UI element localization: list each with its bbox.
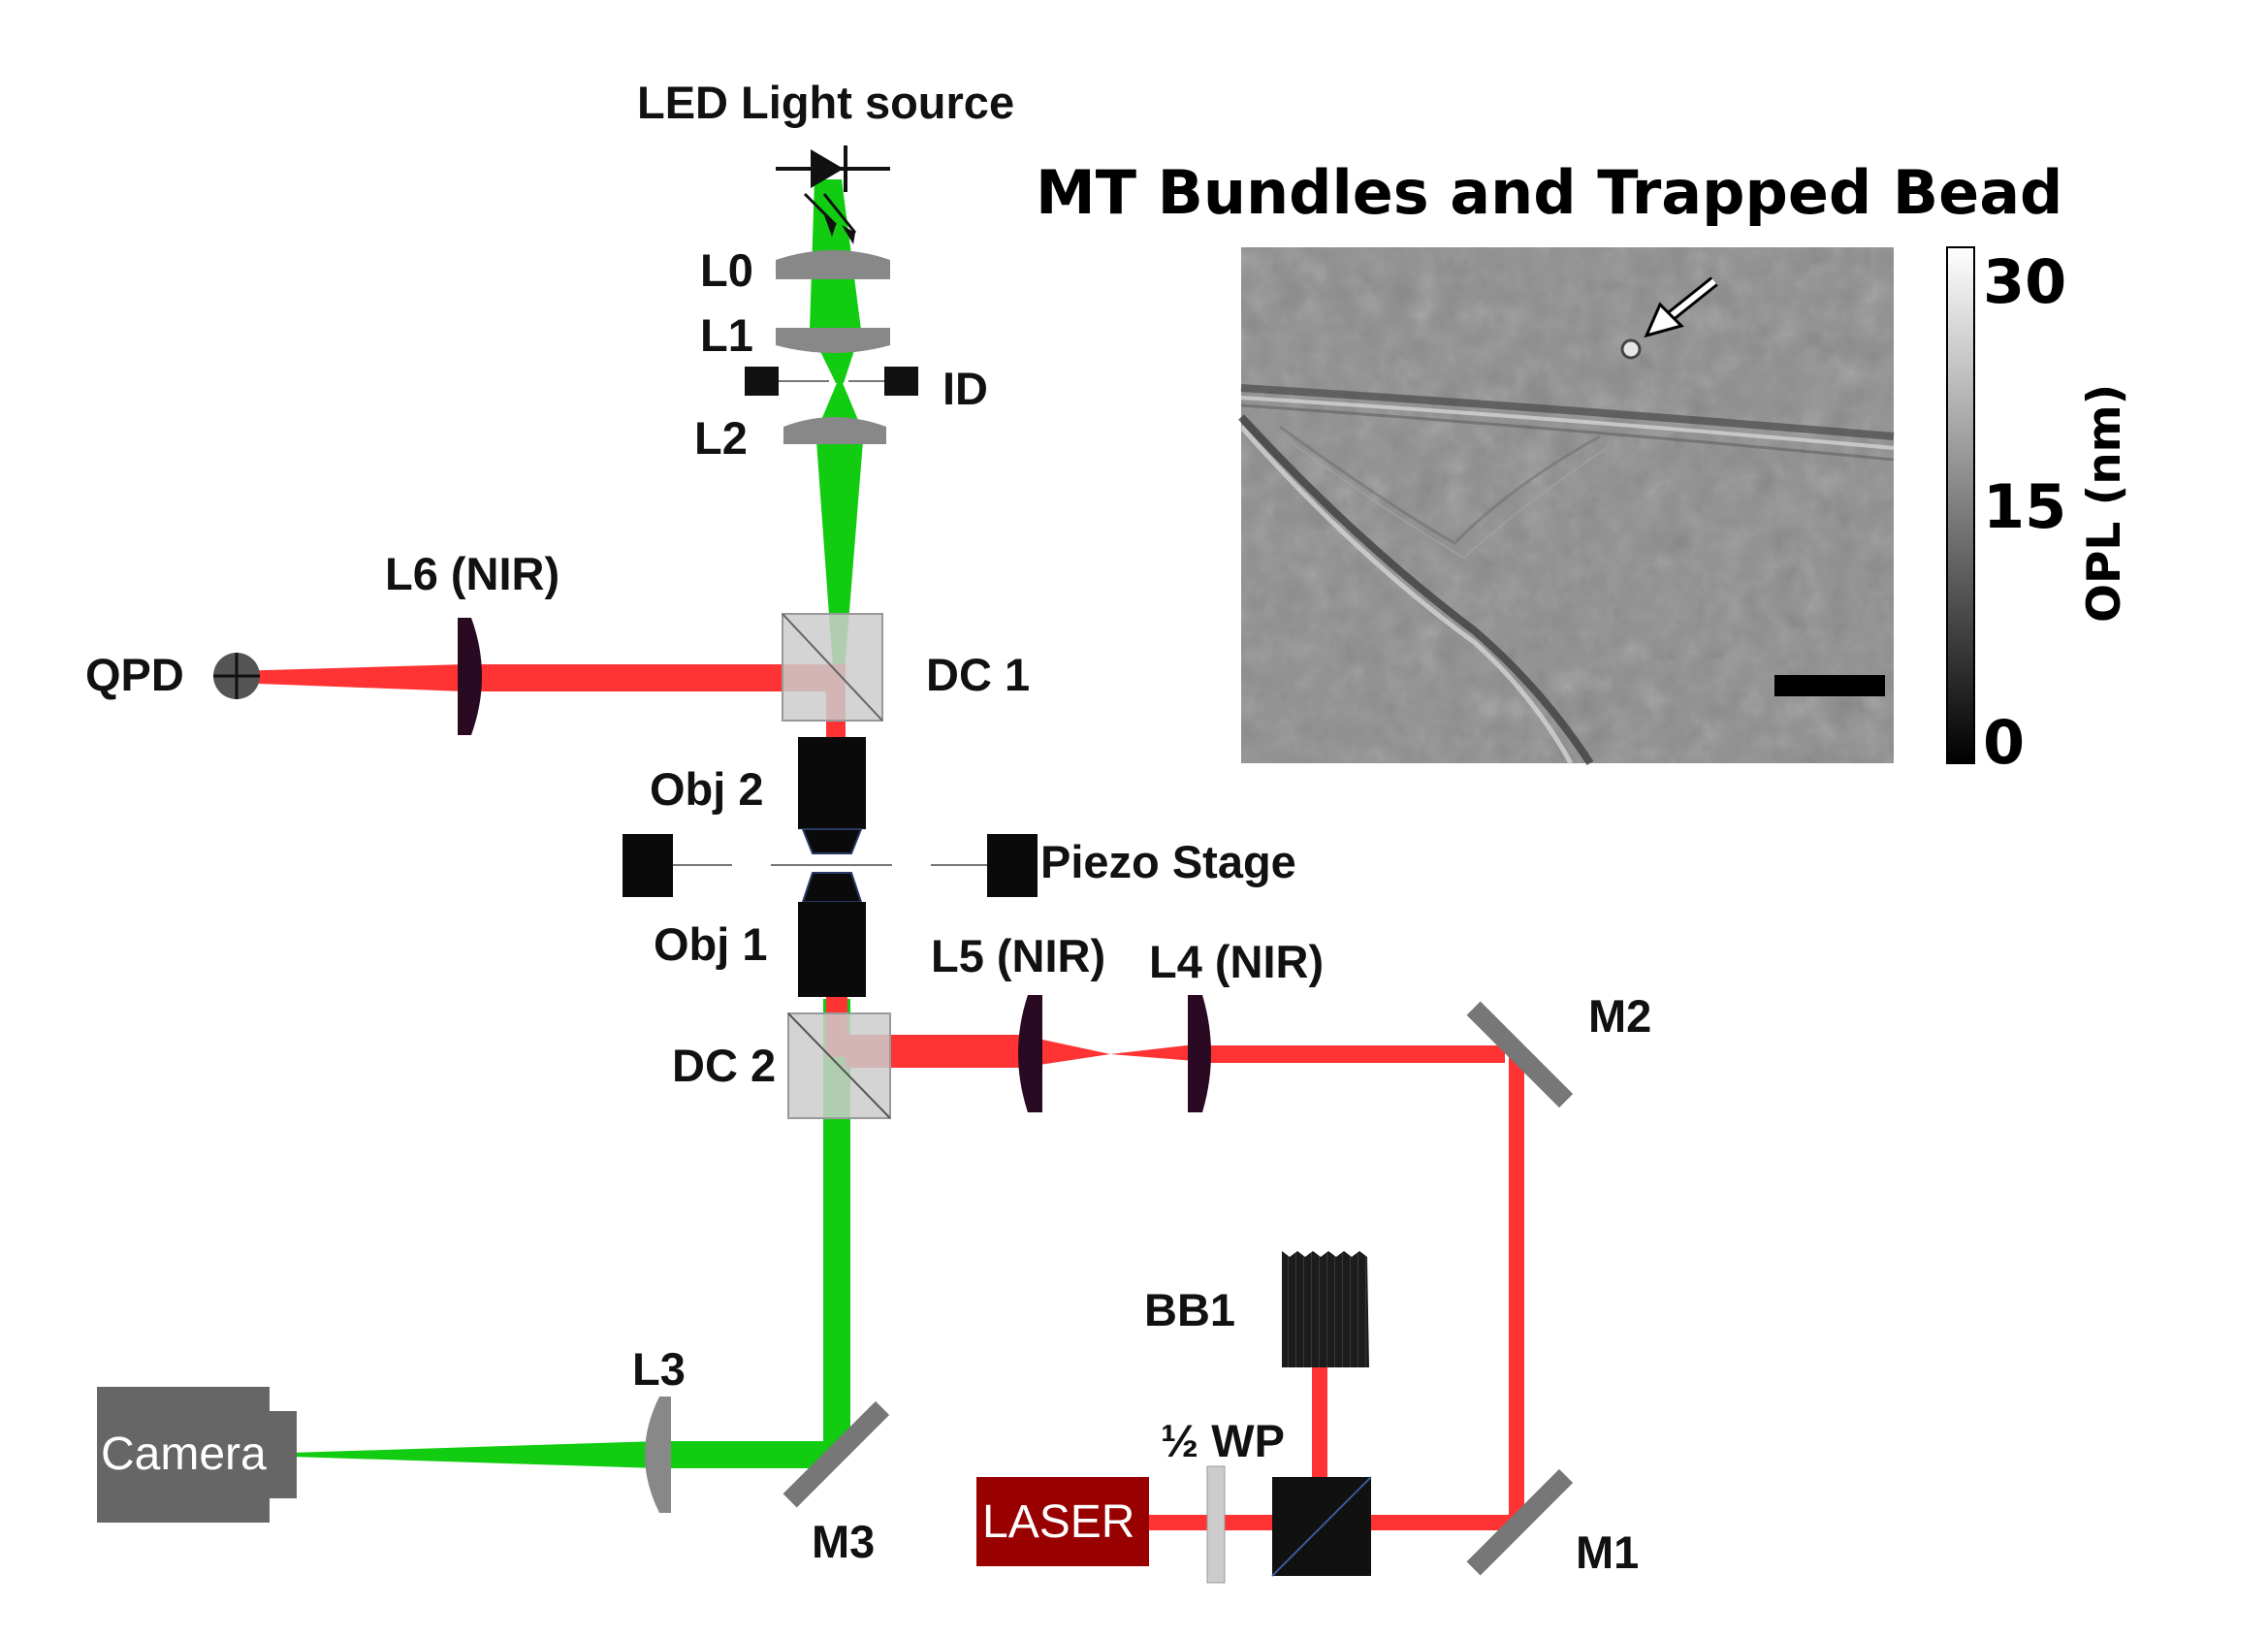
label-m2: M2 xyxy=(1588,990,1651,1042)
obj2-objective xyxy=(798,737,866,854)
label-obj1: Obj 1 xyxy=(654,918,768,970)
label-l0: L0 xyxy=(700,244,753,296)
m3-mirror xyxy=(783,1400,890,1508)
laser-box xyxy=(976,1477,1149,1566)
green-beam-to-l3 xyxy=(659,1441,834,1468)
label-laser: LASER xyxy=(982,1496,1134,1548)
l2-lens xyxy=(783,417,886,444)
colorbar-tick-15: 15 xyxy=(1983,471,2066,542)
page-title: MT Bundles and Trapped Bead xyxy=(1036,157,2062,228)
red-beam-l5-l4-cross xyxy=(1020,1035,1195,1068)
label-camera: Camera xyxy=(101,1429,267,1480)
label-l6: L6 (NIR) xyxy=(385,548,559,599)
label-dc2: DC 2 xyxy=(672,1040,776,1091)
dc2-cube xyxy=(787,1012,891,1119)
dc1-cube xyxy=(782,613,883,722)
l3-lens xyxy=(645,1397,671,1513)
label-id: ID xyxy=(942,363,988,414)
l0-lens xyxy=(776,250,890,279)
label-l2: L2 xyxy=(694,412,748,464)
bead-arrow-icon xyxy=(1644,276,1718,338)
red-beam-l6-to-qpd xyxy=(233,664,465,691)
label-piezo-stage: Piezo Stage xyxy=(1040,836,1296,887)
label-qpd: QPD xyxy=(85,649,184,700)
pbs-cube xyxy=(1271,1476,1372,1577)
l1-lens xyxy=(776,328,890,353)
label-half-wp: ½ WP xyxy=(1161,1415,1285,1466)
label-bb1: BB1 xyxy=(1144,1284,1235,1335)
l5-nir-lens xyxy=(1018,995,1042,1112)
mt-bundles-image xyxy=(1238,247,1895,766)
label-l3: L3 xyxy=(632,1343,686,1395)
label-m3: M3 xyxy=(812,1516,875,1567)
label-dc1: DC 1 xyxy=(926,649,1030,700)
bb1-beam-block xyxy=(1282,1251,1369,1367)
id-iris xyxy=(745,367,918,396)
label-m1: M1 xyxy=(1576,1526,1639,1578)
scale-bar xyxy=(1774,675,1885,696)
m1-mirror xyxy=(1466,1468,1574,1576)
colorbar-unit-label: OPL (nm) xyxy=(2078,384,2131,623)
label-l4: L4 (NIR) xyxy=(1149,936,1324,987)
label-obj2: Obj 2 xyxy=(650,763,764,815)
colorbar-tick-0: 0 xyxy=(1983,707,2025,778)
l6-nir-lens-body xyxy=(458,618,471,735)
colorbar xyxy=(1946,246,1975,764)
l6-nir-lens-curve xyxy=(471,618,482,735)
label-l5: L5 (NIR) xyxy=(931,930,1105,981)
half-wp-plate xyxy=(1206,1465,1226,1584)
green-beam-to-dc1 xyxy=(816,441,863,708)
label-led: LED Light source xyxy=(637,77,1014,128)
led-icon xyxy=(776,145,890,244)
green-beam-to-camera xyxy=(291,1441,659,1468)
piezo-stage xyxy=(623,834,1038,897)
camera-box xyxy=(97,1387,297,1523)
colorbar-tick-30: 30 xyxy=(1983,246,2066,317)
m2-mirror xyxy=(1466,1001,1574,1108)
red-beam-l4-to-m2 xyxy=(1195,1045,1505,1063)
l4-nir-lens xyxy=(1188,995,1211,1112)
qpd-icon xyxy=(213,653,260,699)
red-beam-cube-to-m1 xyxy=(1367,1515,1520,1530)
red-beam-m2-to-m1 xyxy=(1509,1054,1524,1520)
label-l1: L1 xyxy=(700,309,753,361)
obj1-objective xyxy=(798,872,866,997)
